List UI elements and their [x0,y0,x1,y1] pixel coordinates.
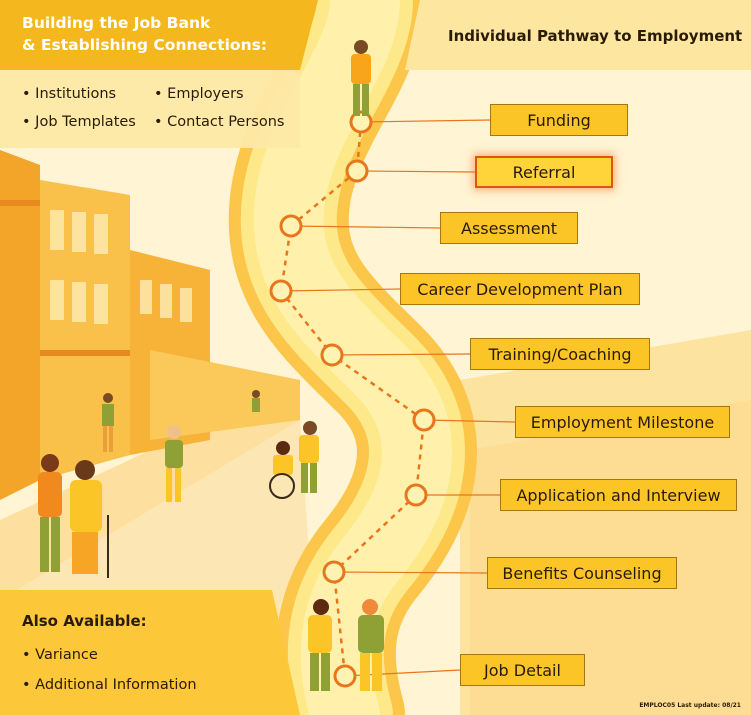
job-bank-item-employers[interactable]: Employers [154,86,243,102]
step-career-development-plan[interactable]: Career Development Plan [400,273,640,305]
job-bank-title-line1: Building the Job Bank [22,14,211,32]
step-funding[interactable]: Funding [490,104,628,136]
footer-update: Last update: 08/21 [677,702,741,709]
also-available-panel: Also Available: Variance Additional Info… [0,590,300,715]
walking-person-illustration [351,40,371,116]
job-bank-title: Building the Job Bank & Establishing Con… [22,12,282,56]
also-available-item-variance[interactable]: Variance [22,647,98,663]
step-assessment[interactable]: Assessment [440,212,578,244]
also-available-item-additional-information[interactable]: Additional Information [22,677,196,693]
footer-code: EMPLOC05 [639,702,676,709]
handshake-illustration [308,599,384,691]
also-available-title: Also Available: [22,612,147,630]
job-bank-item-institutions[interactable]: Institutions [22,86,116,102]
job-bank-header-bg [0,0,318,70]
people-crowd-illustration [38,390,319,578]
pathway-title: Individual Pathway to Employment [448,27,743,45]
route-markers [269,110,436,688]
step-training-coaching[interactable]: Training/Coaching [470,338,650,370]
job-bank-panel: Building the Job Bank & Establishing Con… [0,0,318,148]
winding-path [228,0,477,715]
job-bank-item-contact-persons[interactable]: Contact Persons [154,114,284,130]
step-job-detail[interactable]: Job Detail [460,654,585,686]
pathway-header-bg [405,0,751,70]
step-employment-milestone[interactable]: Employment Milestone [515,406,730,438]
step-benefits-counseling[interactable]: Benefits Counseling [487,557,677,589]
connector-lines [280,119,516,677]
step-referral[interactable]: Referral [475,156,613,188]
footer-note: EMPLOC05 Last update: 08/21 [639,702,741,709]
job-bank-item-job-templates[interactable]: Job Templates [22,114,136,130]
step-application-and-interview[interactable]: Application and Interview [500,479,737,511]
job-bank-title-line2: & Establishing Connections: [22,36,268,54]
